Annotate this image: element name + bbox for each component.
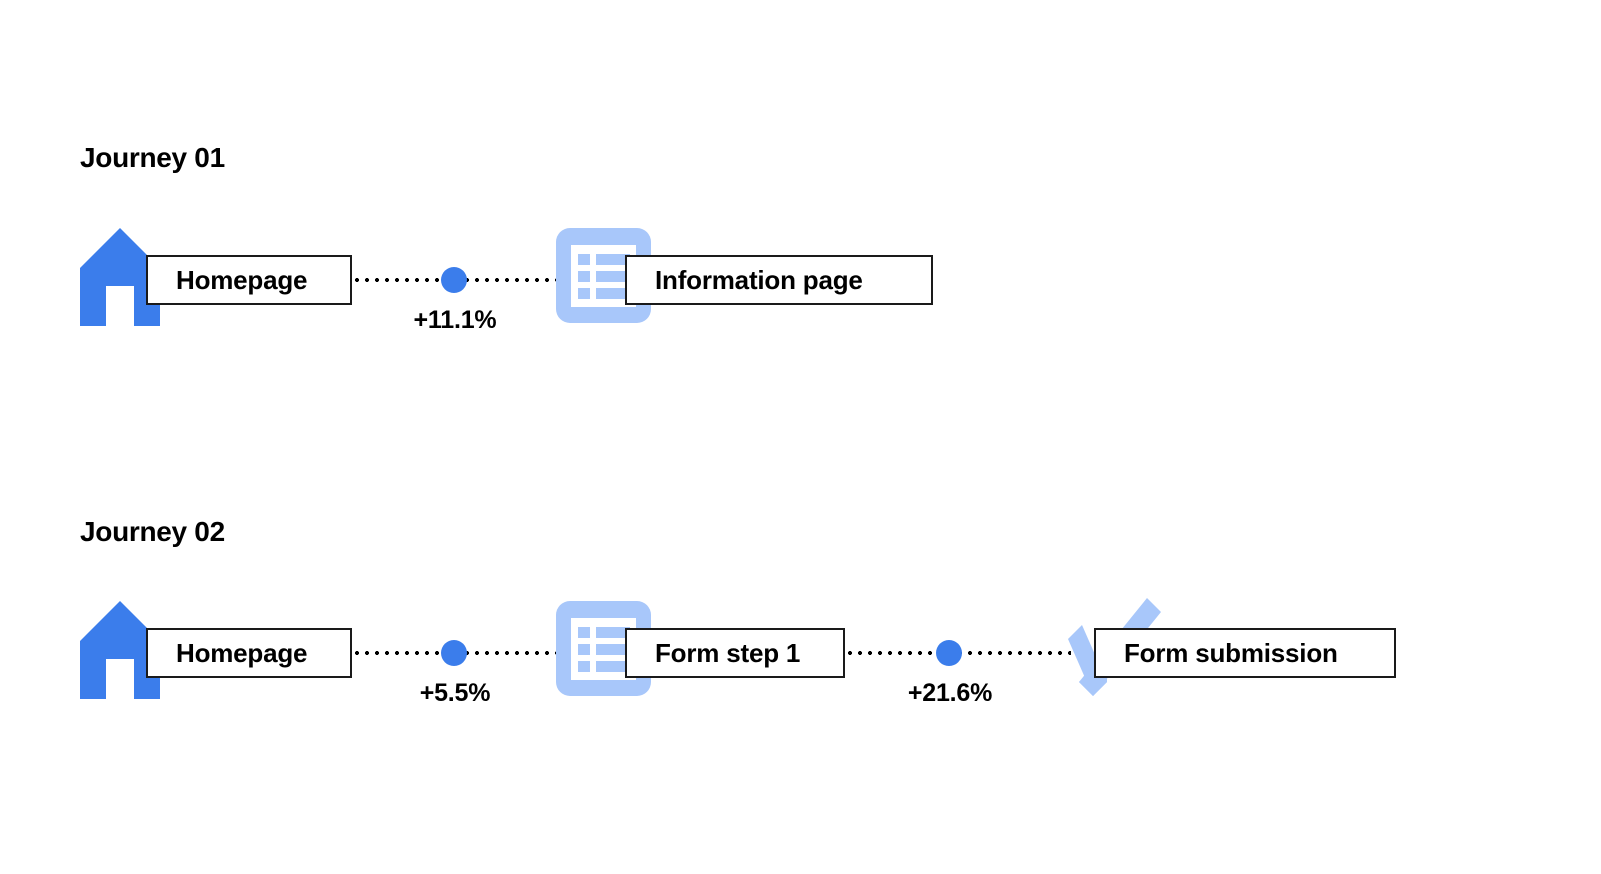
journey-02-connector-1-label: +5.5% bbox=[419, 679, 491, 707]
journey-02-node-homepage[interactable]: Homepage bbox=[146, 628, 352, 678]
journey-01-node-homepage-label: Homepage bbox=[176, 264, 308, 295]
journey-02-connector-2-dot bbox=[936, 640, 962, 666]
journey-02-node-form-submission[interactable]: Form submission bbox=[1094, 628, 1396, 678]
journey-01-title: Journey 01 bbox=[80, 142, 225, 173]
journey-02-connector-1-dot bbox=[441, 640, 467, 666]
journey-01-node-homepage[interactable]: Homepage bbox=[146, 255, 352, 305]
journey-02-node-form-submission-label: Form submission bbox=[1124, 637, 1338, 668]
journey-02-node-form-step-1-label: Form step 1 bbox=[655, 637, 801, 668]
journey-01-connector-1-dot bbox=[441, 267, 467, 293]
journey-02-connector-2-label: +21.6% bbox=[907, 679, 993, 707]
journey-01-connector-1-label: +11.1% bbox=[413, 306, 497, 334]
journey-01-node-information-page[interactable]: Information page bbox=[625, 255, 933, 305]
journey-02-node-form-step-1[interactable]: Form step 1 bbox=[625, 628, 845, 678]
journey-02-title: Journey 02 bbox=[80, 516, 225, 547]
journey-01-node-information-page-label: Information page bbox=[655, 264, 863, 295]
home-icon bbox=[80, 228, 160, 326]
journey-02-node-homepage-label: Homepage bbox=[176, 637, 308, 668]
home-icon bbox=[80, 601, 160, 699]
